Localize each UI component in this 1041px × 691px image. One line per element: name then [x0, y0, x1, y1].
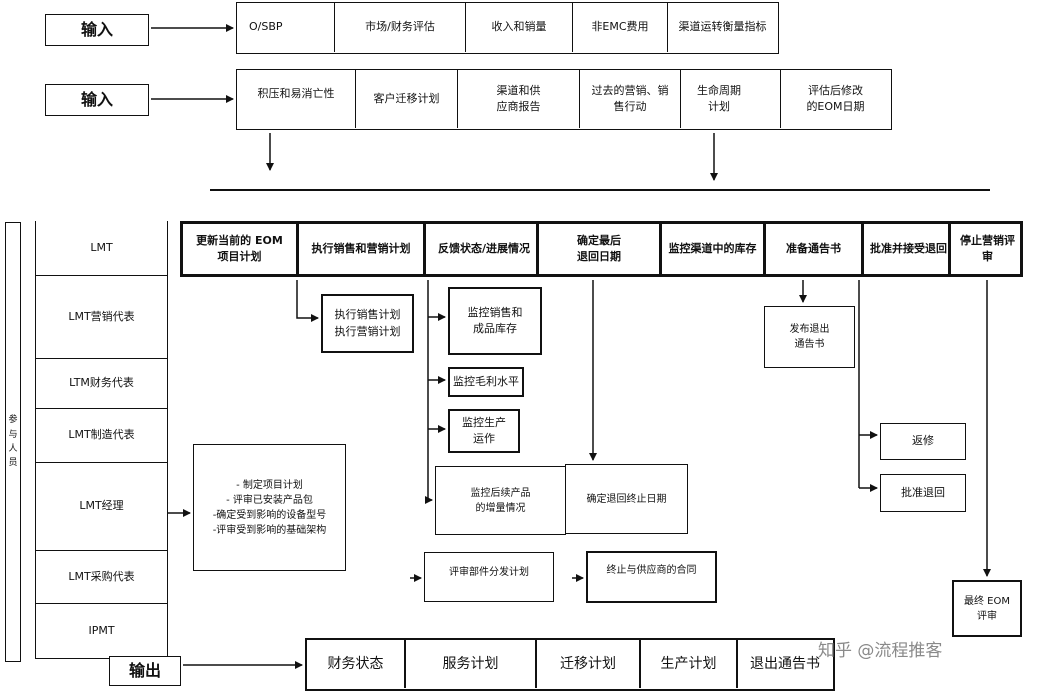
- confirm-return-date-box: 确定退回终止日期: [565, 464, 688, 534]
- watermark: 知乎 @流程推客: [818, 641, 943, 661]
- input-2-item-1: 积压和易消亡性: [257, 87, 335, 100]
- role-lmt-manager: LMT经理: [35, 462, 168, 551]
- input-2-item-4: 过去的营销、销 售行动: [579, 70, 680, 128]
- role-lmt-purchasing: LMT采购代表: [35, 550, 168, 604]
- input-1-item-4: 非EMC费用: [572, 3, 667, 52]
- output-item-2: 服务计划: [404, 640, 535, 688]
- output-item-3: 迁移计划: [535, 640, 639, 688]
- output-item-5: 退出通告书: [736, 640, 832, 688]
- role-ltm-finance: LTM财务代表: [35, 358, 168, 409]
- input-row-2: 积压和易消亡性 客户迁移计划 渠道和供 应商报告 过去的营销、销 售行动 生命周…: [236, 69, 892, 130]
- review-parts-plan-box: 评审部件分发计划: [424, 552, 554, 602]
- step-6: 准备通告书: [763, 224, 861, 274]
- task-4: -评审受到影响的基础架构: [212, 524, 327, 536]
- monitor-followup-box: 监控后续产品 的增量情况: [435, 466, 566, 535]
- role-ipmt: IPMT: [35, 603, 168, 659]
- task-2: - 评审已安装产品包: [226, 494, 313, 506]
- step-3: 反馈状态/进展情况: [423, 224, 536, 274]
- manager-tasks: - 制定项目计划 - 评审已安装产品包 -确定受到影响的设备型号 -评审受到影响…: [193, 444, 346, 571]
- step-row: 更新当前的 EOM 项目计划 执行销售和营销计划 反馈状态/进展情况 确定最后 …: [180, 221, 1023, 277]
- publish-notice-box: 发布退出 通告书: [764, 306, 855, 368]
- input-1-item-3: 收入和销量: [465, 3, 572, 52]
- input-1-item-1: O/SBP: [249, 20, 283, 34]
- exec-plan-box: 执行销售计划 执行营销计划: [321, 294, 414, 353]
- output-item-1: 财务状态: [327, 655, 384, 672]
- repair-box: 返修: [880, 423, 966, 460]
- input-2-item-5: 生命周期 计划: [680, 70, 780, 128]
- participants-title: 参 与 人 员: [5, 222, 21, 662]
- step-5: 监控渠道中的库存: [659, 221, 763, 277]
- output-row: 财务状态 服务计划 迁移计划 生产计划 退出通告书: [305, 638, 835, 691]
- input-1-item-2: 市场/财务评估: [334, 3, 465, 52]
- input-2-item-3: 渠道和供 应商报告: [457, 70, 579, 128]
- task-3: -确定受到影响的设备型号: [212, 509, 327, 521]
- step-8: 停止营销评审: [948, 224, 1020, 274]
- step-7: 批准并接受退回: [861, 224, 948, 274]
- input-label-2: 输入: [45, 84, 149, 116]
- task-1: - 制定项目计划: [236, 479, 303, 491]
- approve-return-box: 批准退回: [880, 474, 966, 512]
- final-review-box: 最终 EOM 评审: [952, 580, 1022, 637]
- input-2-item-2: 客户迁移计划: [355, 70, 457, 128]
- role-lmt-marketing: LMT营销代表: [35, 275, 168, 359]
- step-2: 执行销售和营销计划: [296, 224, 423, 274]
- input-row-1: O/SBP 市场/财务评估 收入和销量 非EMC费用 渠道运转衡量指标: [236, 2, 779, 54]
- role-lmt-manufacturing: LMT制造代表: [35, 408, 168, 463]
- output-item-4: 生产计划: [639, 640, 736, 688]
- monitor-margin-box: 监控毛利水平: [448, 367, 524, 397]
- monitor-production-box: 监控生产 运作: [448, 409, 520, 453]
- input-2-item-6: 评估后修改 的EOM日期: [780, 70, 890, 128]
- output-label: 输出: [109, 656, 181, 686]
- role-lmt: LMT: [35, 221, 168, 276]
- monitor-sales-box: 监控销售和 成品库存: [448, 287, 542, 355]
- step-1: 更新当前的 EOM 项目计划: [196, 233, 283, 264]
- step-4: 确定最后 退回日期: [536, 224, 659, 274]
- terminate-contract-box: 终止与供应商的合同: [586, 551, 717, 603]
- input-1-item-5: 渠道运转衡量指标: [667, 3, 777, 52]
- arrow-exec-plan: [296, 280, 319, 322]
- input-label-1: 输入: [45, 14, 149, 46]
